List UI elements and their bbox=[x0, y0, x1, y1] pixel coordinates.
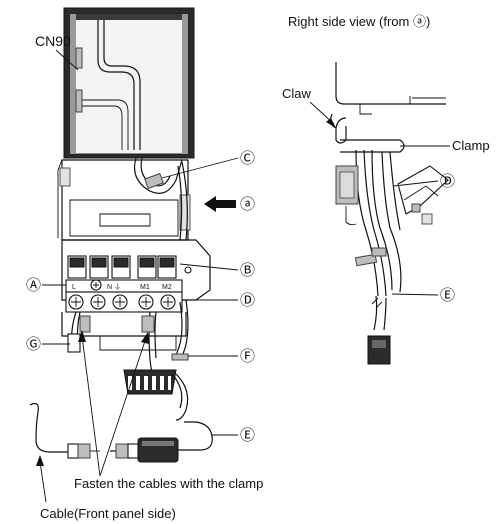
control-box-middle bbox=[57, 157, 191, 241]
marker-f: Ⓕ bbox=[240, 348, 255, 365]
terminal-m1: M1 bbox=[140, 284, 150, 291]
side-view-title: Right side view (from ⓐ) bbox=[288, 14, 430, 29]
marker-b: Ⓑ bbox=[240, 262, 255, 279]
cn90-label: CN90 bbox=[35, 33, 71, 49]
claw-label: Claw bbox=[282, 86, 312, 101]
marker-e-right: Ⓔ bbox=[440, 287, 455, 304]
terminal-l: L bbox=[72, 284, 76, 291]
front-panel-cable bbox=[29, 402, 213, 463]
terminal-m2: M2 bbox=[162, 284, 172, 291]
marker-a-terminal: Ⓐ bbox=[26, 277, 41, 294]
marker-d-right: Ⓓ bbox=[440, 173, 455, 190]
cable-front-label: Cable(Front panel side) bbox=[40, 506, 176, 521]
side-view-drawing bbox=[330, 62, 449, 365]
fasten-arrows bbox=[78, 330, 149, 477]
connector-block bbox=[123, 369, 189, 421]
marker-g: Ⓖ bbox=[26, 336, 41, 353]
control-box-top bbox=[63, 7, 195, 159]
marker-c: Ⓒ bbox=[240, 150, 255, 167]
view-direction-arrow bbox=[204, 196, 236, 212]
terminal-n: N bbox=[107, 284, 112, 291]
clamp-label: Clamp bbox=[452, 138, 490, 153]
terminal-block bbox=[61, 239, 211, 313]
fasten-label: Fasten the cables with the clamp bbox=[74, 476, 263, 491]
marker-a: ⓐ bbox=[240, 196, 255, 213]
marker-e-left: Ⓔ bbox=[240, 427, 255, 444]
terminal-ground: ⏚ bbox=[114, 283, 121, 291]
marker-d-left: Ⓓ bbox=[240, 292, 255, 309]
